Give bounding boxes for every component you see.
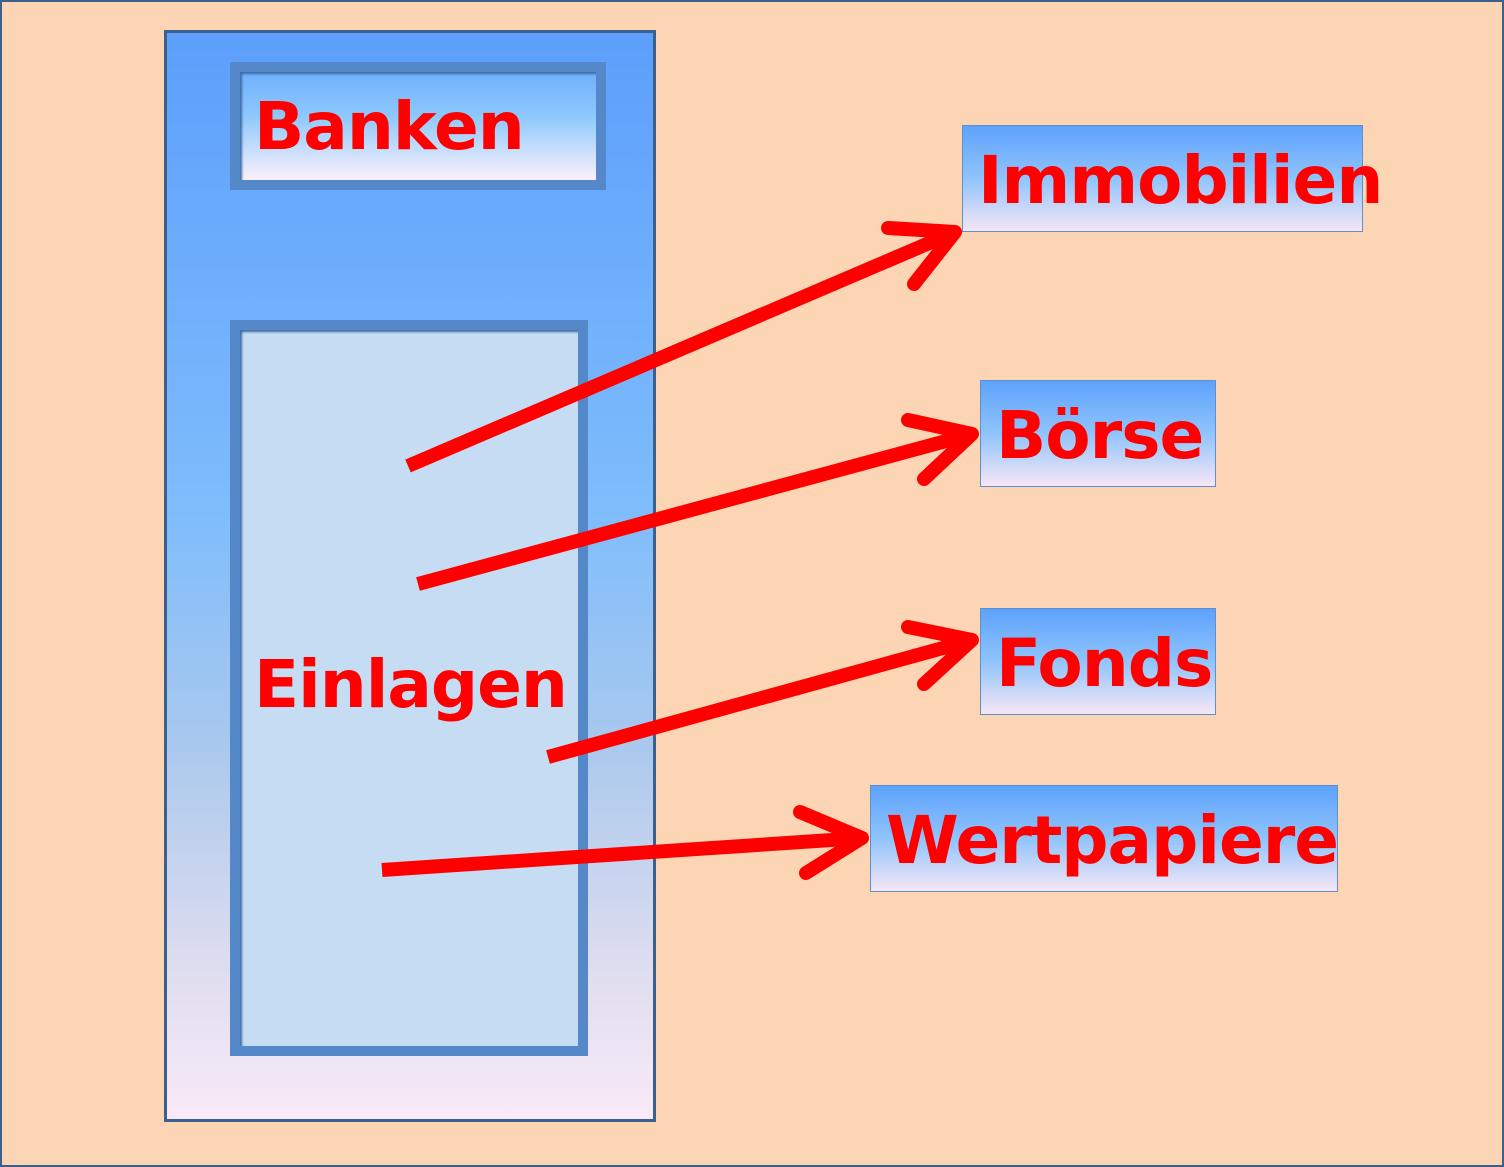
target-box-boerse: [980, 380, 1216, 487]
bank-label-box: [230, 62, 606, 190]
target-box-wertpapiere: [870, 785, 1338, 892]
target-box-immobilien: [962, 125, 1363, 232]
deposits-label: Einlagen: [254, 646, 568, 723]
target-label-boerse: Börse: [996, 397, 1204, 474]
target-box-fonds: [980, 608, 1216, 715]
arrow-to-boerse: [416, 413, 979, 591]
arrow-to-wertpapiere: [381, 805, 869, 880]
target-label-wertpapiere: Wertpapiere: [886, 802, 1339, 879]
bank-label: Banken: [254, 88, 525, 165]
target-label-immobilien: Immobilien: [978, 142, 1383, 219]
target-label-fonds: Fonds: [996, 625, 1213, 702]
arrow-to-immobilien: [405, 221, 962, 473]
arrow-to-fonds: [546, 620, 979, 764]
deposits-box: [230, 320, 588, 1056]
